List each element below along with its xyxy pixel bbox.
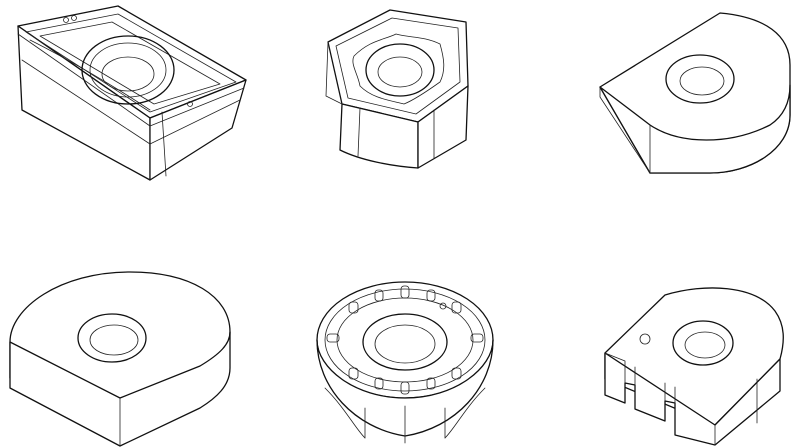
hexagonal-milling-insert-icon — [300, 0, 500, 175]
round-notched-insert-icon — [595, 275, 795, 447]
rectangular-milling-insert-icon — [0, 0, 265, 200]
round-chamfered-insert-icon — [590, 5, 795, 180]
round-serrated-insert-icon — [305, 278, 505, 447]
round-flat-insert-icon — [0, 268, 240, 447]
